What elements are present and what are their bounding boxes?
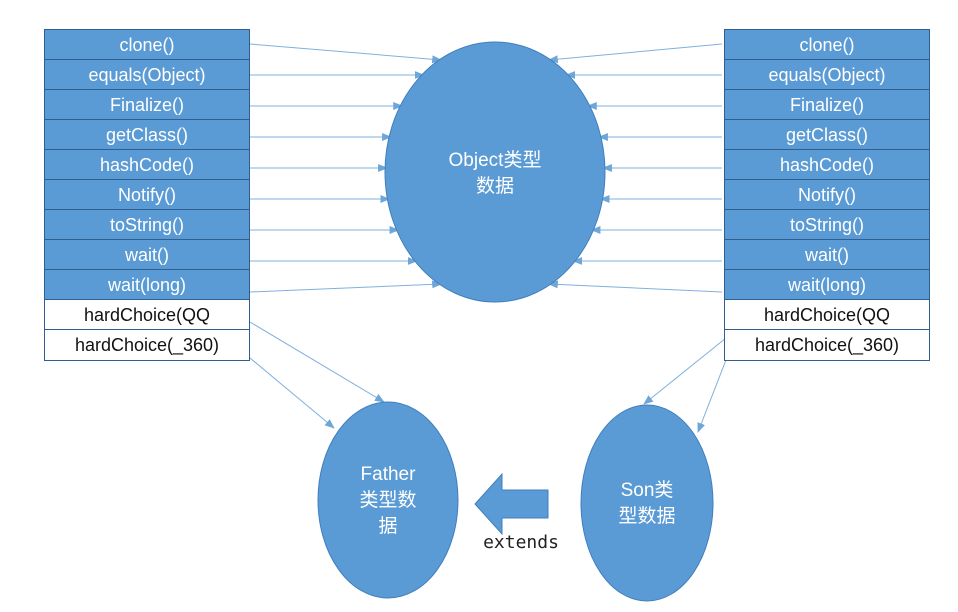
father-method-row: clone() (45, 30, 249, 60)
father-to-object-arrow (249, 280, 443, 293)
son-to-object-arrow (547, 280, 723, 293)
son-method-row: hashCode() (725, 150, 929, 180)
object-label: Object类型 数据 (448, 150, 542, 197)
son-method-row: clone() (725, 30, 929, 60)
son-method-row: wait() (725, 240, 929, 270)
son-label: Son类 型数据 (618, 480, 676, 527)
father-method-row: getClass() (45, 120, 249, 150)
father-method-row: Notify() (45, 180, 249, 210)
son-method-row: Finalize() (725, 90, 929, 120)
father-extra-method-row: hardChoice(QQ (45, 300, 249, 330)
son-method-row: toString() (725, 210, 929, 240)
father-method-row: hashCode() (45, 150, 249, 180)
son-method-row: equals(Object) (725, 60, 929, 90)
son-extra-method-row: hardChoice(_360) (725, 330, 929, 360)
extends-label: extends (483, 532, 559, 553)
father-method-row: wait() (45, 240, 249, 270)
son-extra-method-row: hardChoice(QQ (725, 300, 929, 330)
father-method-table: clone()equals(Object)Finalize()getClass(… (44, 29, 250, 361)
son-extra-arrow (697, 359, 727, 433)
son-method-row: wait(long) (725, 270, 929, 300)
object-ellipse (384, 41, 606, 303)
arrow-lines (249, 43, 727, 433)
son-method-row: getClass() (725, 120, 929, 150)
extends-arrow-icon (474, 472, 549, 536)
father-label: Father 类型数 据 (359, 464, 417, 537)
son-extra-arrow (643, 337, 727, 405)
father-extra-arrow (249, 357, 335, 429)
father-method-row: Finalize() (45, 90, 249, 120)
father-extra-method-row: hardChoice(_360) (45, 330, 249, 360)
son-method-table: clone()equals(Object)Finalize()getClass(… (724, 29, 930, 361)
father-method-row: wait(long) (45, 270, 249, 300)
son-method-row: Notify() (725, 180, 929, 210)
father-method-row: toString() (45, 210, 249, 240)
son-ellipse (580, 404, 714, 602)
father-method-row: equals(Object) (45, 60, 249, 90)
son-to-object-arrow (547, 43, 723, 64)
father-ellipse (317, 401, 459, 599)
father-extra-arrow (249, 321, 385, 403)
father-to-object-arrow (249, 43, 443, 64)
